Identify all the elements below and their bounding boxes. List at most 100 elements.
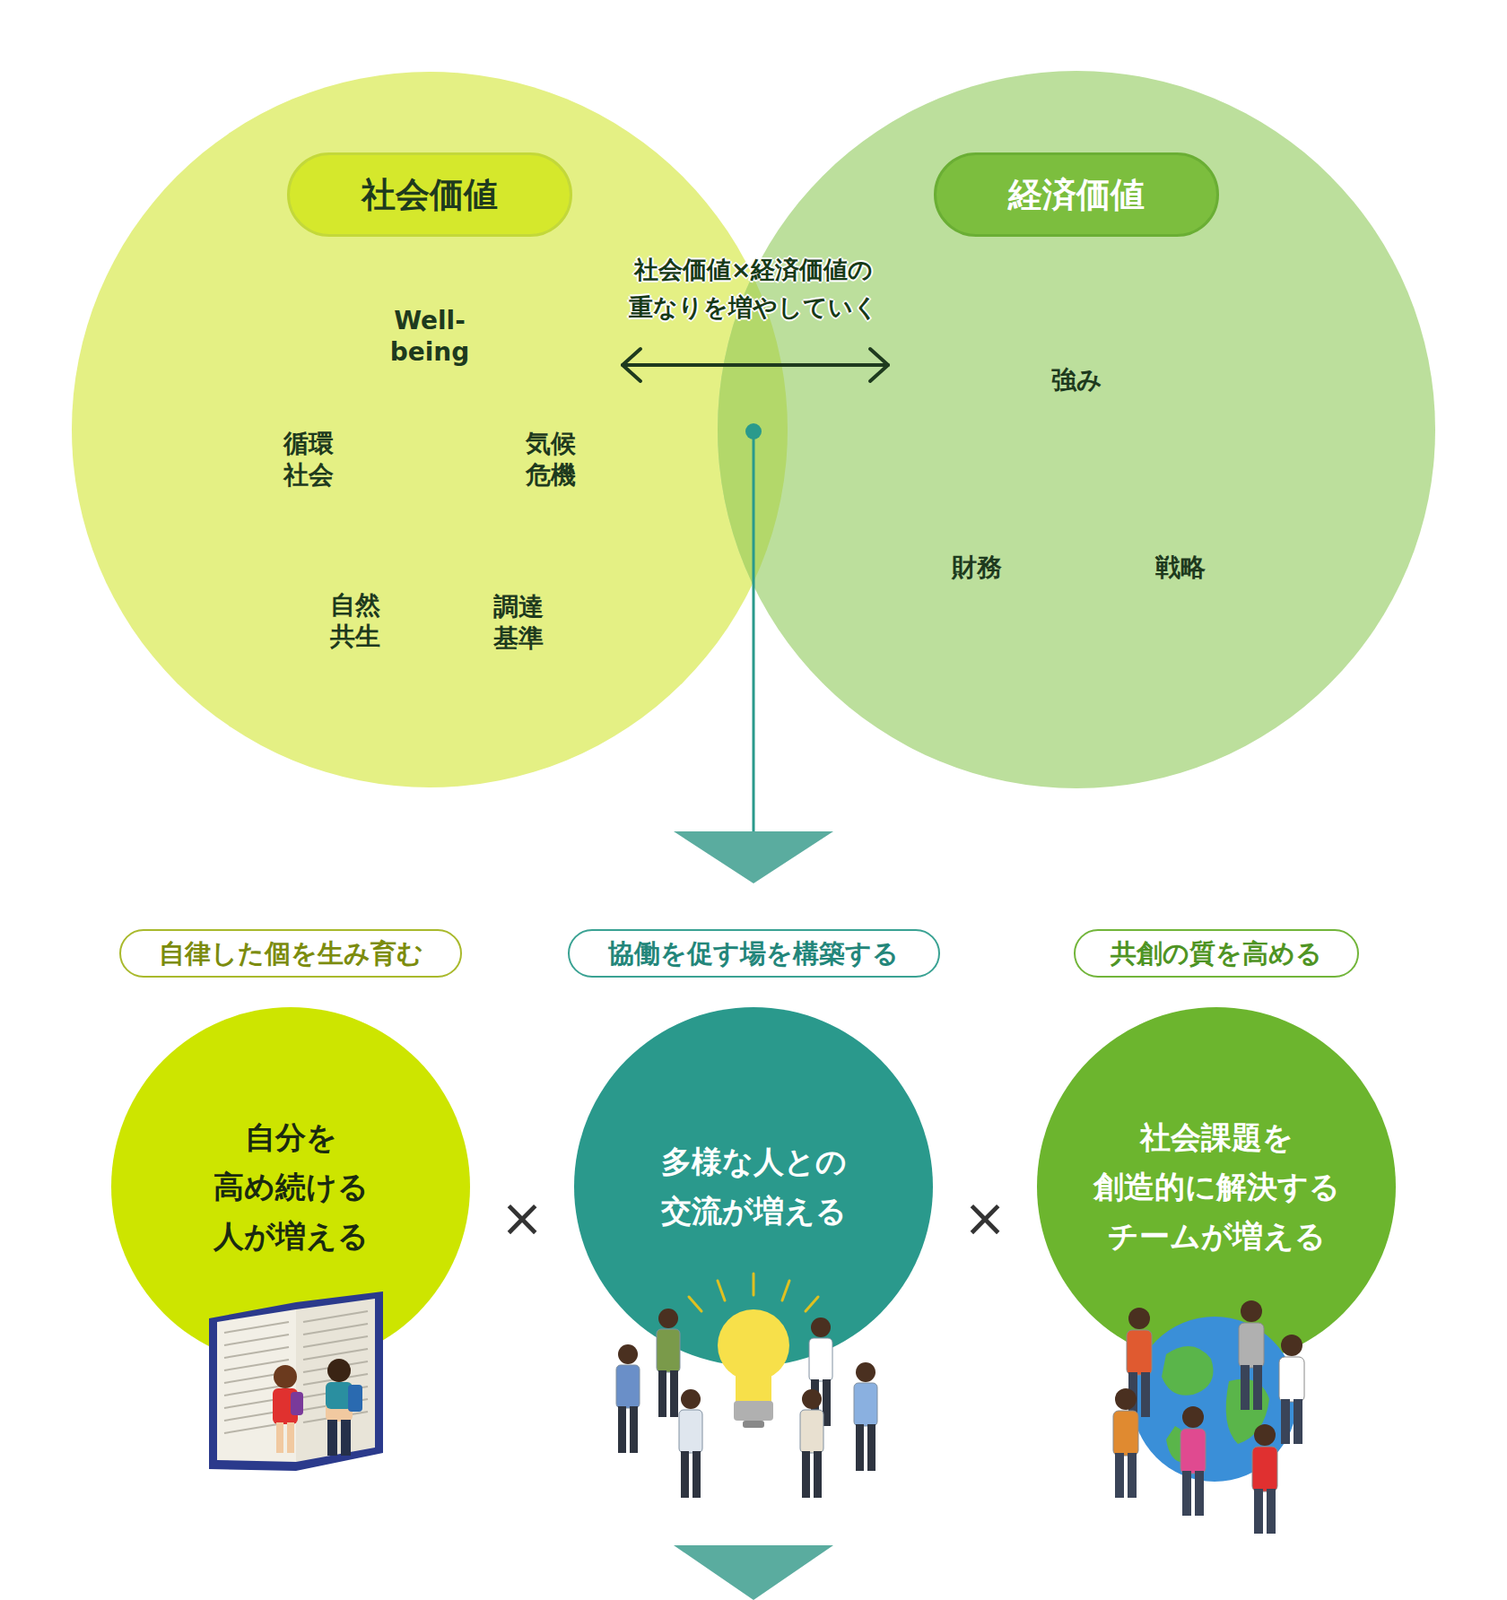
book-illustration-part-part: [303, 1311, 368, 1323]
person-figure-part: [1115, 1453, 1124, 1499]
lightbulb-illustration-part: [717, 1309, 790, 1382]
book-illustration-part-part: [303, 1336, 368, 1348]
lightbulb-illustration-part-part: [752, 1273, 756, 1296]
person-figure-part: [1128, 1372, 1138, 1418]
double-arrow: [622, 348, 889, 382]
person-figure-part: [1279, 1357, 1305, 1403]
theme-pill: 共創の質を高める: [1073, 929, 1359, 978]
value-circle: 強み財務戦略経済価値: [717, 70, 1436, 789]
person-figure-part: [1115, 1388, 1137, 1411]
person-figure-part: [629, 1406, 638, 1454]
child-figure-part: [327, 1358, 351, 1383]
person-figure: [679, 1389, 703, 1499]
person-figure-part: [1113, 1411, 1139, 1456]
globe-illustration-part: [1166, 1426, 1190, 1464]
person-figure-part: [1252, 1446, 1278, 1492]
bottom-arrow: [673, 1545, 834, 1600]
book-illustration-part-part: [224, 1322, 289, 1333]
double-arrow-part: [870, 348, 889, 382]
person-figure-part: [800, 1410, 824, 1454]
child-figure-part: [290, 1392, 304, 1416]
node-text: 財務: [951, 551, 1002, 584]
lightbulb-illustration-part-part: [782, 1280, 790, 1301]
node-text: 自然 共生: [330, 589, 381, 653]
globe-illustration: [1113, 1300, 1305, 1534]
circle-fill: [71, 71, 788, 788]
book-illustration-part-part: [224, 1347, 289, 1359]
person-figure-part: [1253, 1365, 1263, 1411]
person-figure-part: [680, 1451, 689, 1499]
book-illustration-part-part: [224, 1372, 289, 1384]
globe-illustration-part: [1226, 1379, 1270, 1446]
child-figure-part: [272, 1388, 298, 1425]
down-connector: [673, 423, 834, 884]
person-figure: [853, 1362, 878, 1472]
overlap-caption: 社会価値×経済価値の 重なりを増やしていく: [628, 251, 879, 327]
person-figure-part: [680, 1389, 701, 1410]
person-figure-part: [692, 1451, 701, 1499]
child-figure-part: [325, 1382, 353, 1422]
book-illustration-part-part: [303, 1349, 368, 1360]
node-text: 循環 社会: [283, 427, 334, 491]
circle-fill: [717, 70, 1436, 789]
multiply-sign: ×: [500, 1178, 545, 1260]
person-figure-part: [801, 1389, 822, 1410]
outcome-circle: 社会課題を 創造的に解決する チームが増える: [1036, 1007, 1396, 1367]
person-figure-part: [810, 1379, 819, 1427]
person-figure-part: [1194, 1471, 1204, 1516]
person-figure: [809, 1317, 833, 1427]
node-text: 気候 危機: [525, 427, 576, 491]
node-text: 自分を 高め続ける 人が増える: [213, 1113, 369, 1262]
person-figure-part: [679, 1410, 703, 1454]
person-figure-part: [810, 1317, 831, 1338]
person-figure-part: [1126, 1330, 1152, 1376]
node-text: 戦略: [1155, 551, 1206, 584]
book-illustration-part-part: [303, 1374, 368, 1386]
child-figure-part: [276, 1422, 284, 1454]
lightbulb-illustration-part-part: [717, 1280, 725, 1301]
node-text: 調達 基準: [493, 591, 544, 654]
person-figure-part: [1254, 1424, 1276, 1447]
multiply-sign: ×: [963, 1178, 1008, 1260]
person-figure-part: [822, 1379, 831, 1427]
person-figure-part: [1182, 1471, 1192, 1516]
book-illustration: [209, 1291, 384, 1472]
circle-shape: [574, 1007, 933, 1367]
person-figure-part: [1180, 1428, 1206, 1474]
person-figure-part: [670, 1370, 679, 1418]
person-figure-part: [656, 1329, 680, 1373]
person-figure: [1180, 1406, 1206, 1516]
child-figure-part: [287, 1422, 295, 1454]
book-illustration-part-part: [303, 1411, 368, 1423]
lightbulb-illustration-part-part: [688, 1297, 702, 1312]
down-connector-part: [752, 431, 756, 833]
person-figure-part: [813, 1451, 822, 1499]
down-connector-part: [673, 831, 834, 884]
globe-illustration-part: [1132, 1316, 1298, 1482]
node-text: 多様な人との 交流が増える: [661, 1137, 847, 1237]
outcome-circle: 自分を 高め続ける 人が増える: [111, 1007, 471, 1367]
node-text: 協働を促す場を構築する: [608, 938, 899, 970]
person-figure: [656, 1308, 680, 1418]
heading-pill: 社会価値: [287, 152, 573, 237]
person-figure-part: [853, 1383, 878, 1427]
child-figure-part: [325, 1382, 353, 1410]
lightbulb-illustration-part: [733, 1401, 774, 1421]
person-figure-part: [855, 1424, 864, 1472]
people-figures: [1113, 1300, 1305, 1534]
lightbulb-illustration: [616, 1273, 878, 1499]
node-text: 社会課題を 創造的に解決する チームが増える: [1093, 1113, 1341, 1262]
double-arrow-part: [622, 363, 889, 367]
node-text: Well- being: [390, 304, 471, 368]
people-figures: [616, 1308, 878, 1499]
person-figure-part: [618, 1344, 638, 1365]
circle-fill: [574, 1007, 933, 1367]
lightbulb-illustration-part: [742, 1420, 765, 1429]
node-text: 強み: [1051, 364, 1103, 396]
overlap-lens: [717, 70, 1436, 789]
book-illustration-part: [296, 1291, 384, 1472]
book-illustration-part-part: [303, 1386, 368, 1398]
book-illustration-part: [224, 1311, 368, 1434]
